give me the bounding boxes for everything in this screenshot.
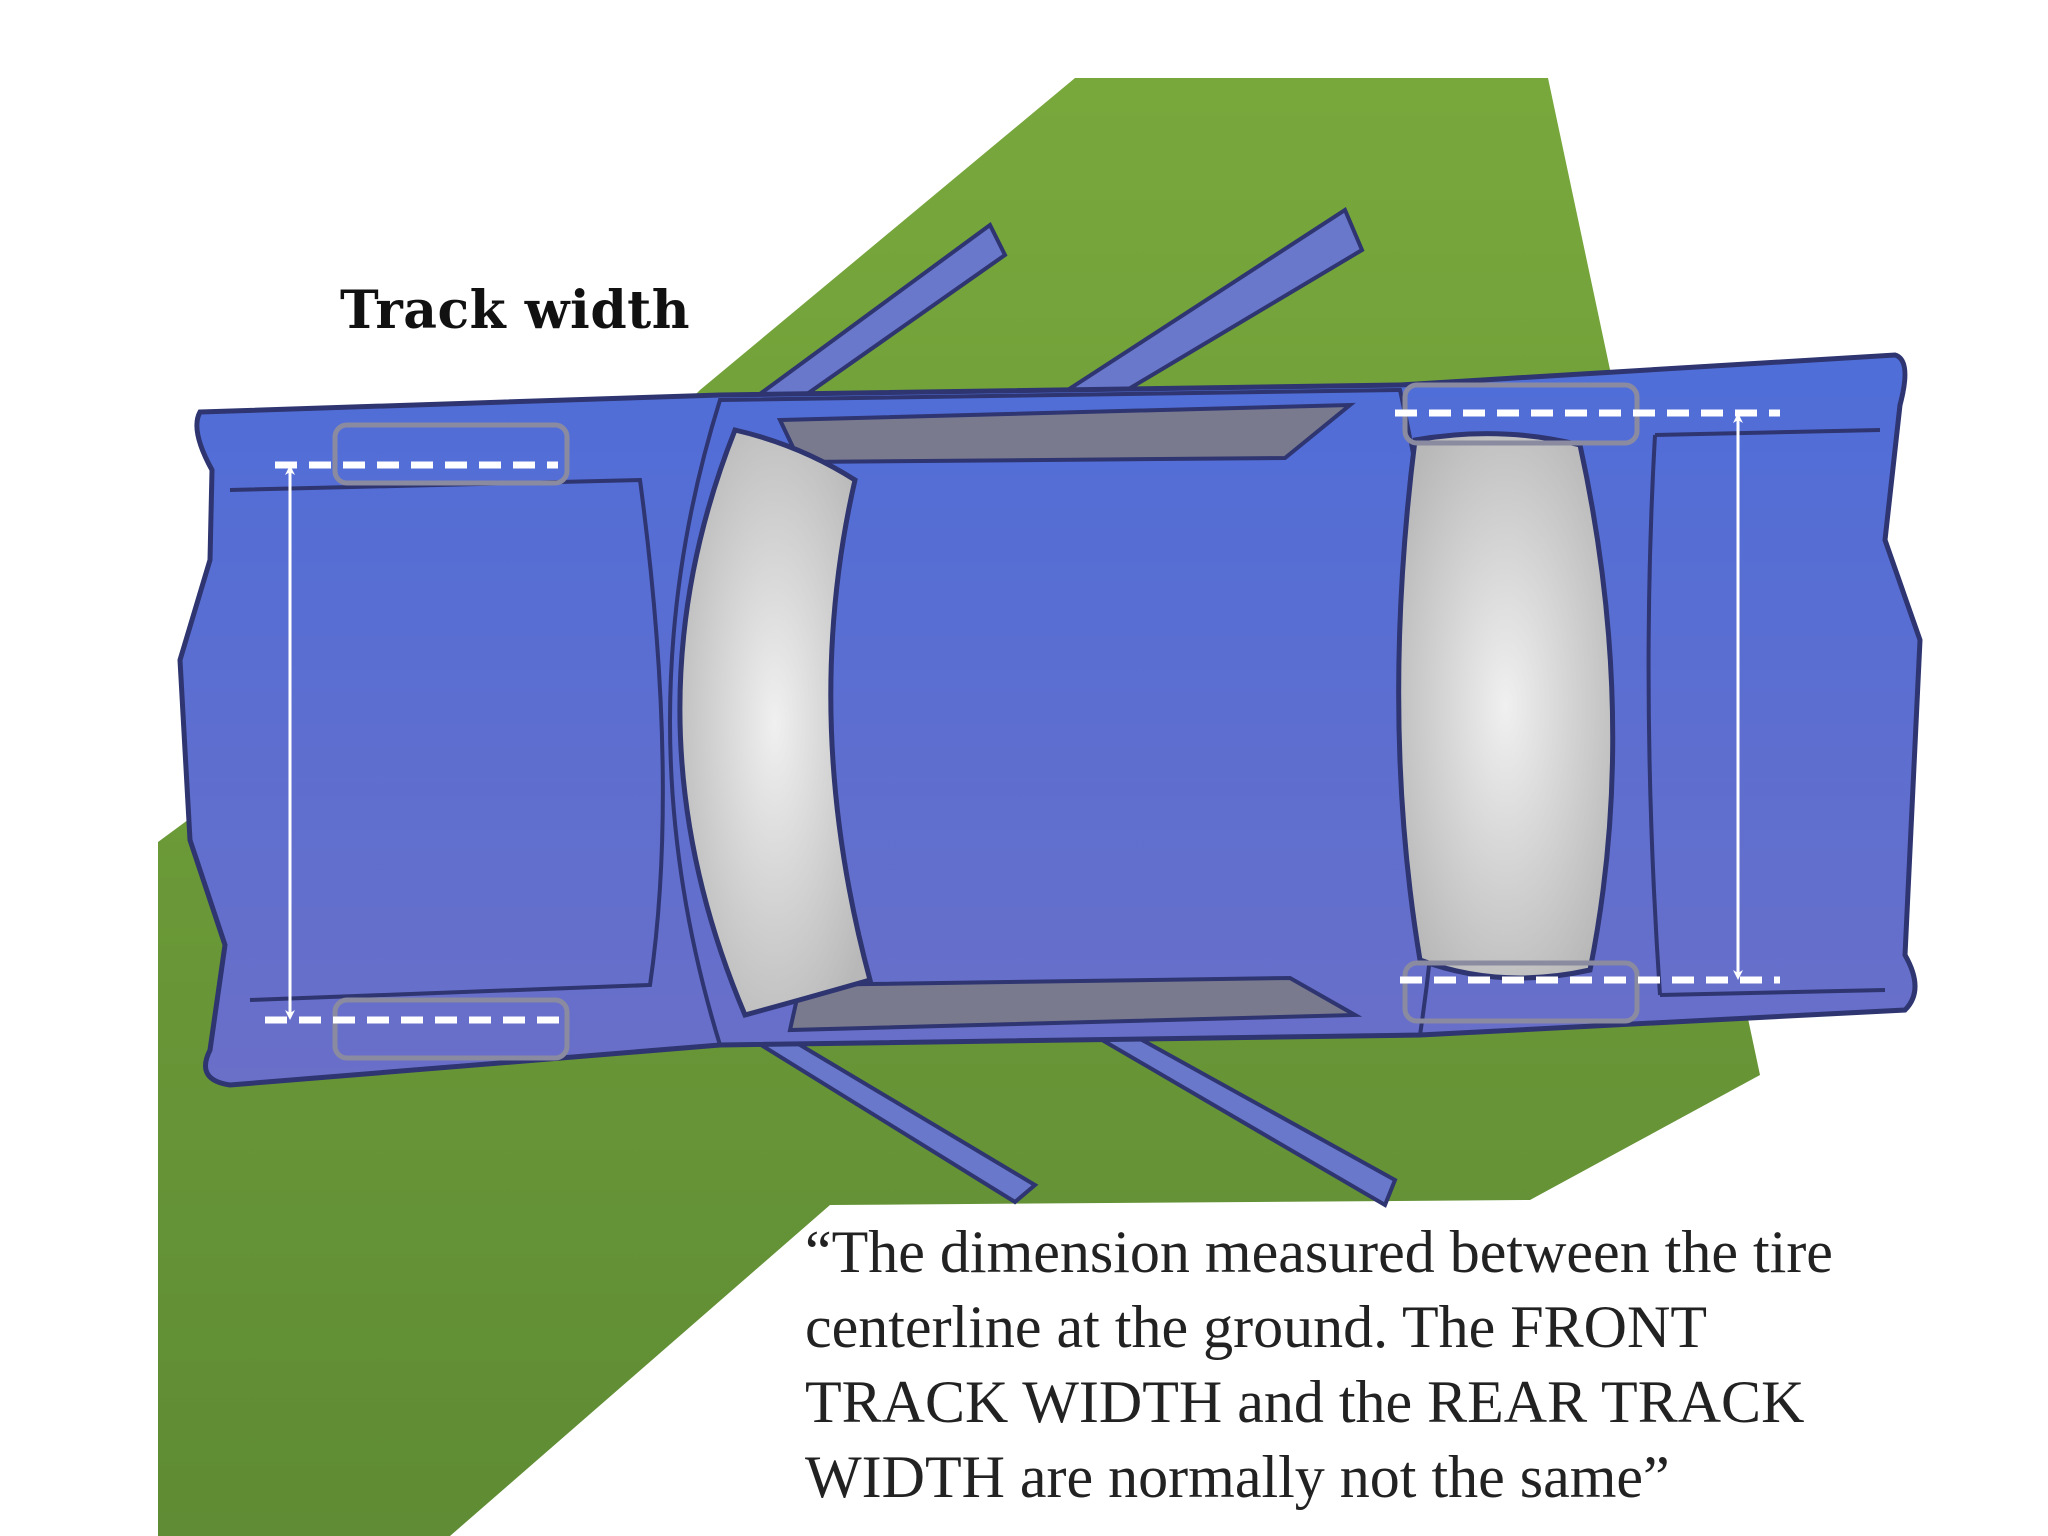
caption-line: WIDTH are normally not the same” bbox=[805, 1444, 1670, 1510]
side-window-bottom bbox=[787, 975, 1363, 1033]
caption-line: centerline at the ground. The FRONT bbox=[805, 1294, 1707, 1360]
diagram-title: Track width bbox=[340, 280, 690, 341]
caption-line: “The dimension measured between the tire bbox=[805, 1219, 1833, 1285]
trunk-panel bbox=[1646, 428, 1886, 997]
hood-panel bbox=[229, 477, 665, 1002]
caption-line: TRACK WIDTH and the REAR TRACK bbox=[805, 1369, 1805, 1435]
tire-front-left bbox=[332, 422, 570, 486]
windshield bbox=[677, 427, 874, 1018]
tire-rear-right bbox=[1402, 960, 1640, 1024]
definition-caption: “The dimension measured between the tire… bbox=[805, 1215, 2005, 1515]
rear-window bbox=[1396, 431, 1616, 981]
tire-front-right bbox=[332, 997, 570, 1061]
